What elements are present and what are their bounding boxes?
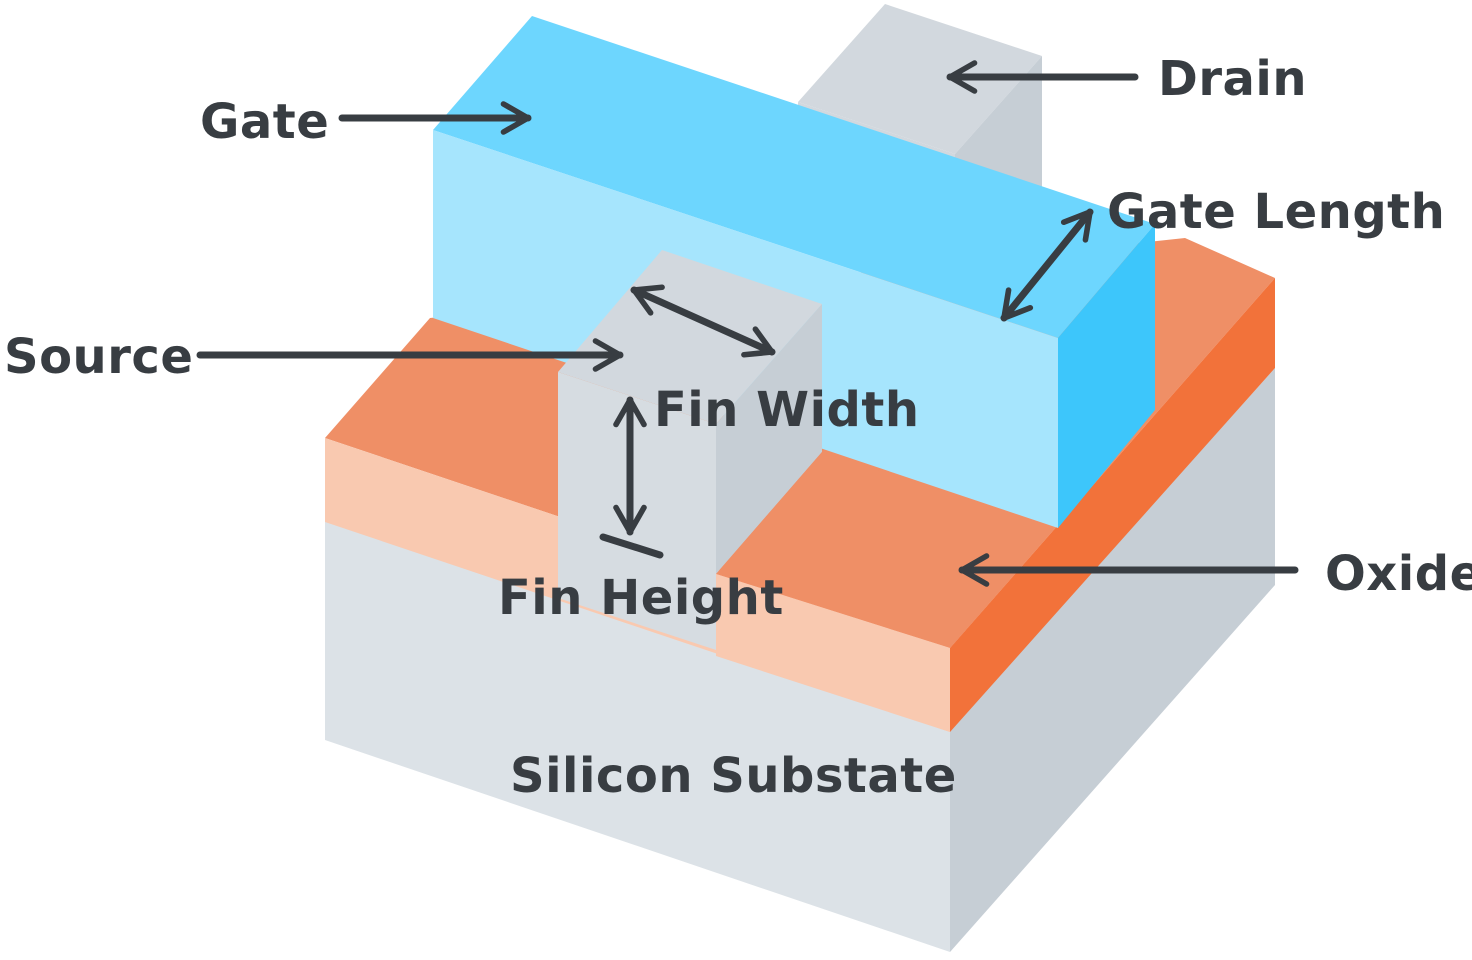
drain-label: Drain [1158,51,1308,107]
source-side-face [716,304,822,574]
substrate-front-face [325,520,950,952]
fin-width-label: Fin Width [654,382,920,438]
drain-top-face [798,4,1042,154]
oxide-front-top-face [716,452,1055,648]
gate-length-arrow [1000,208,1094,322]
oxide-label: Oxide [1325,546,1472,602]
oxide-front-front-face [716,574,950,732]
oxide-side-face [950,278,1275,732]
silicon-substrate-label: Silicon Substate [510,748,957,804]
gate-side-face [1058,224,1155,528]
fin-height-label: Fin Height [498,570,784,626]
fin-height-baseline [599,533,664,559]
substrate-side-face [950,368,1275,952]
gate-length-label: Gate Length [1107,184,1446,240]
oxide-front-section [716,452,1055,732]
gate-label: Gate [200,94,330,150]
source-label: Source [4,329,194,385]
annotation-arrows [196,60,1299,587]
fin-width-arrow [630,284,776,358]
silicon-substrate [325,368,1275,952]
gate-top-face [433,16,1155,338]
